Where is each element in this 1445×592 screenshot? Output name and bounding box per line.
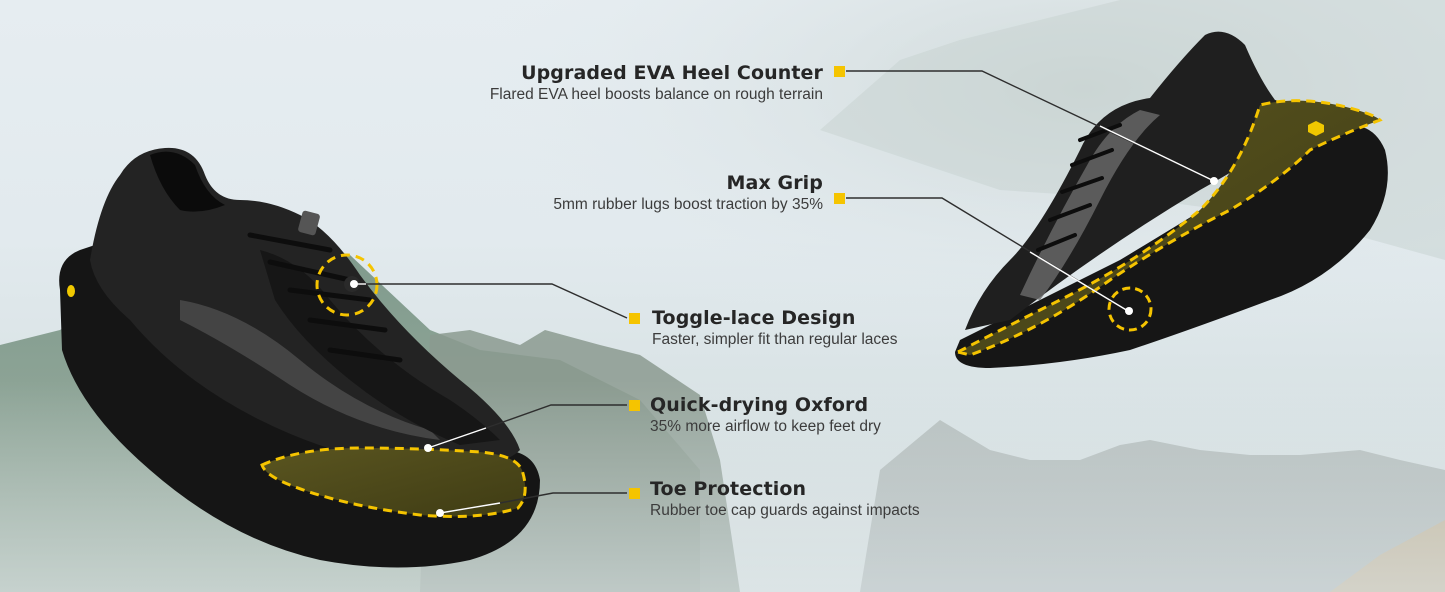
feature-callout-quick-drying: Quick-drying Oxford 35% more airflow to … [650,393,881,437]
feature-callout-toe-protection: Toe Protection Rubber toe cap guards aga… [650,477,920,521]
feature-title: Quick-drying Oxford [650,394,869,416]
quick-drying-pointer-dot [424,444,432,452]
left-shoe-side-panel [180,300,440,440]
feature-callout-heel-counter: Upgraded EVA Heel Counter Flared EVA hee… [490,61,823,105]
left-shoe-logo [298,210,320,236]
toe-cap-highlight-outline [260,446,527,518]
right-shoe-laces [1036,123,1122,252]
feature-title: Max Grip [726,172,823,194]
left-shoe-laces [247,232,403,363]
feature-title: Toggle-lace Design [652,307,856,329]
toggle-lace-marker-icon [629,313,640,324]
max-grip-pointer-dot [1125,307,1133,315]
toggle-lace-connector [366,283,628,319]
feature-title: Upgraded EVA Heel Counter [521,62,823,84]
feature-description: Faster, simpler fit than regular laces [652,331,898,348]
left-shoe-toe-cap [262,448,526,517]
feature-description: Flared EVA heel boosts balance on rough … [489,86,823,103]
left-shoe-heel-badge [67,285,75,297]
pointer-dots [350,177,1218,517]
grip-highlight-circle [1107,286,1153,332]
feature-description: 35% more airflow to keep feet dry [650,418,881,435]
toggle-highlight-circle [315,253,379,317]
heel-counter-highlight-outline [953,99,1383,357]
max-grip-marker-icon [834,193,845,204]
connector-lines-on-shoe [352,125,1215,514]
feature-description: 5mm rubber lugs boost traction by 35% [553,196,823,213]
right-shoe-heel-badge [1308,121,1324,136]
heel-counter-pointer-dot [1210,177,1218,185]
toggle-lace-pointer-dot [350,280,358,288]
feature-title: Toe Protection [650,478,807,500]
right-shoe [953,31,1388,368]
heel-counter-marker-icon [834,66,845,77]
right-shoe-midsole [958,100,1380,355]
feature-callout-max-grip: Max Grip 5mm rubber lugs boost traction … [553,171,823,215]
quick-drying-marker-icon [629,400,640,411]
feature-callout-toggle-lace: Toggle-lace Design Faster, simpler fit t… [652,306,898,350]
toe-protection-pointer-dot [436,509,444,517]
feature-description: Rubber toe cap guards against impacts [650,502,920,519]
left-shoe [59,147,541,568]
left-shoe-collar [150,151,225,212]
toe-protection-marker-icon [629,488,640,499]
